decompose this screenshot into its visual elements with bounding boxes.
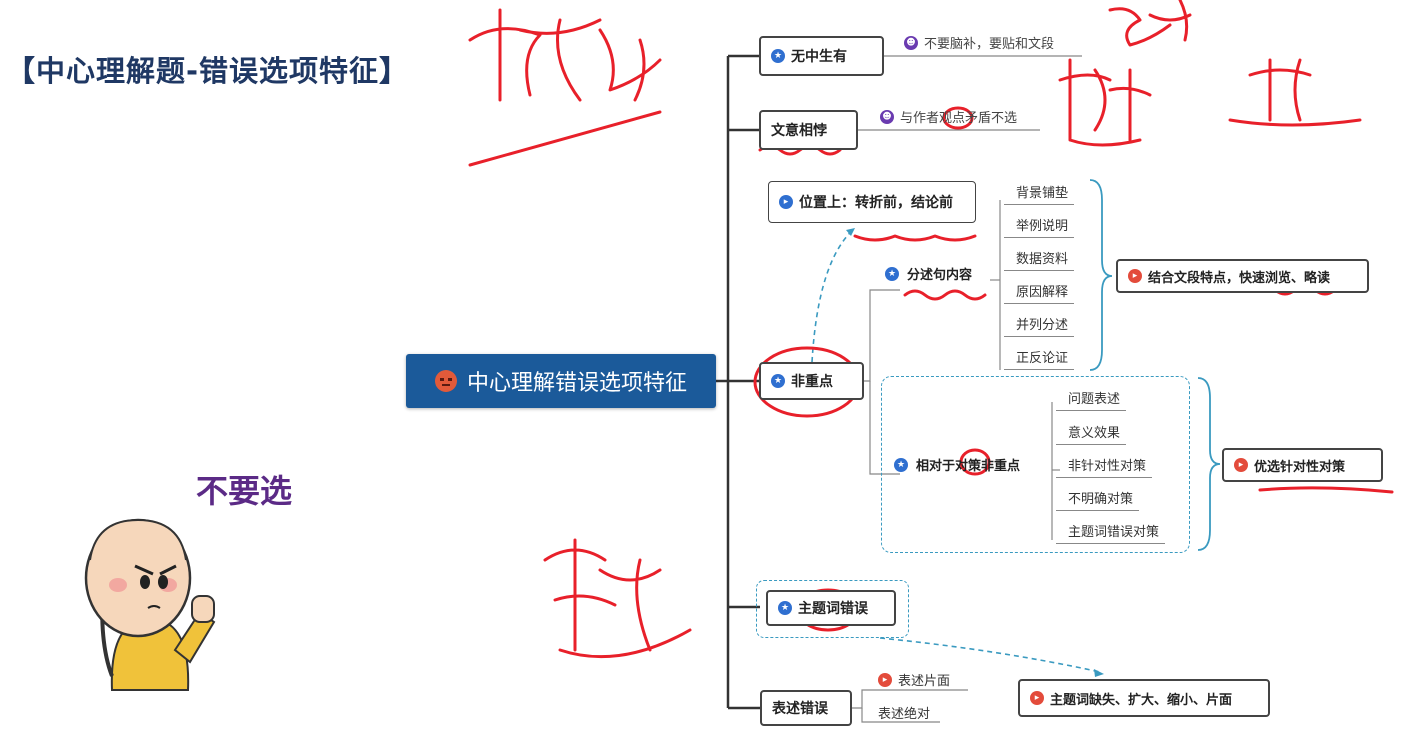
flag-icon: ▸ — [779, 195, 793, 209]
star-icon: ★ — [771, 49, 785, 63]
summary-keyword-types[interactable]: ▸ 主题词缺失、扩大、缩小、片面 — [1018, 679, 1270, 717]
list-item: 不明确对策 — [1056, 488, 1140, 511]
star-icon: ★ — [778, 601, 792, 615]
handwriting-marks — [468, 0, 1394, 659]
star-icon: ★ — [771, 374, 785, 388]
list-item: 举例说明 — [1004, 215, 1075, 238]
summary-quick-read[interactable]: ▸ 结合文段特点，快速浏览、略读 — [1116, 259, 1369, 293]
flag-icon: ▸ — [878, 672, 892, 687]
position-label: 位置上：转折前，结论前 — [799, 195, 953, 211]
sub-branch-sub-sentences[interactable]: ★ 分述句内容 — [885, 264, 972, 283]
flag-icon: ▸ — [1234, 458, 1248, 472]
list-item: 非针对性对策 — [1056, 455, 1153, 478]
branch-contradiction[interactable]: 文意相悖 — [759, 110, 858, 150]
summary-label: 优选针对性对策 — [1254, 459, 1346, 475]
page-title: 【中心理解题-错误选项特征】 — [6, 54, 410, 88]
branch-expression-error[interactable]: 表述错误 — [760, 690, 852, 726]
list-item: 表述绝对 — [878, 707, 931, 722]
no-select-label: 不要选 — [196, 472, 293, 510]
angry-face-icon — [434, 370, 457, 392]
flag-icon: ▸ — [1030, 691, 1044, 705]
star-icon: ★ — [894, 457, 908, 472]
flag-icon: ▸ — [1128, 269, 1142, 283]
list-item: 问题表述 — [1056, 388, 1127, 411]
branch-fabrication[interactable]: ★ 无中生有 — [759, 36, 884, 76]
sub-branch-countermeasure[interactable]: ★ 相对于对策非重点 — [894, 455, 1020, 474]
position-node[interactable]: ▸ 位置上：转折前，结论前 — [768, 181, 976, 223]
list-item: 并列分述 — [1004, 314, 1075, 337]
summary-label: 主题词缺失、扩大、缩小、片面 — [1050, 692, 1233, 708]
branch-label: 无中生有 — [791, 49, 847, 65]
root-node-label: 中心理解错误选项特征 — [466, 371, 687, 396]
branch-label: 主题词错误 — [798, 601, 868, 617]
devil-face-icon: ☻ — [904, 35, 918, 50]
list-item: 背景铺垫 — [1004, 182, 1075, 205]
sub-branch-label: 相对于对策非重点 — [916, 459, 1021, 474]
list-item: 意义效果 — [1056, 422, 1127, 445]
list-item-text: 表述片面 — [898, 674, 951, 689]
dashed-group-countermeasure — [881, 376, 1190, 553]
branch-label: 表述错误 — [772, 701, 828, 717]
root-node[interactable]: 中心理解错误选项特征 — [406, 354, 716, 408]
list-item: 数据资料 — [1004, 248, 1075, 271]
note-text: 不要脑补，要贴和文段 — [924, 37, 1055, 52]
list-item: 主题词错误对策 — [1056, 521, 1166, 544]
list-item: ▸ 表述片面 — [878, 670, 950, 689]
devil-face-icon: ☻ — [880, 109, 894, 124]
branch-label: 文意相悖 — [771, 123, 827, 139]
branch-non-key-point[interactable]: ★ 非重点 — [759, 362, 864, 400]
list-item: 正反论证 — [1004, 347, 1075, 370]
branch-keyword-error[interactable]: ★ 主题词错误 — [766, 590, 896, 626]
branch-label: 非重点 — [791, 374, 833, 390]
star-icon: ★ — [885, 266, 899, 281]
note-contradiction: ☻ 与作者观点矛盾不选 — [880, 107, 1017, 126]
sub-branch-label: 分述句内容 — [907, 268, 973, 283]
list-item: 原因解释 — [1004, 281, 1075, 304]
note-text: 与作者观点矛盾不选 — [900, 111, 1018, 126]
summary-label: 结合文段特点，快速浏览、略读 — [1148, 270, 1331, 286]
dashed-group-keyword — [756, 580, 909, 638]
note-fabrication: ☻ 不要脑补，要贴和文段 — [904, 33, 1054, 52]
summary-targeted-countermeasure[interactable]: ▸ 优选针对性对策 — [1222, 448, 1383, 482]
